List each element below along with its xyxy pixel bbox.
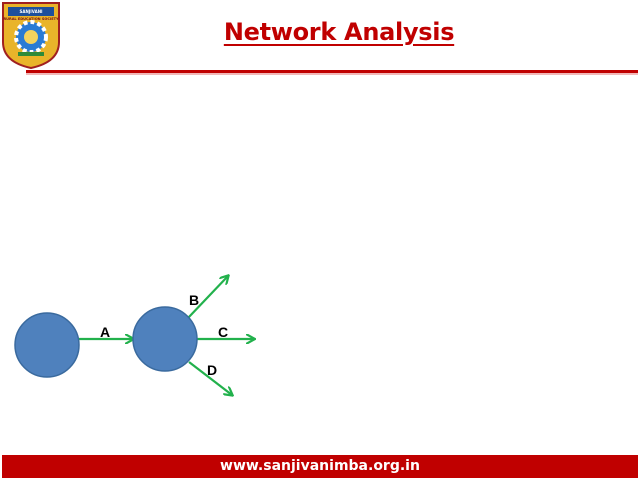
logo-text-1: SANJIVANI	[19, 9, 43, 14]
activity-arrow-d	[188, 361, 232, 395]
footer-bar: www.sanjivanimba.org.in	[2, 455, 638, 478]
activity-label-c: C	[218, 324, 228, 340]
event-node-2	[132, 306, 198, 372]
society-logo: SANJIVANI RURAL EDUCATION SOCIETY	[1, 2, 60, 70]
slide-title: Network Analysis	[223, 18, 455, 46]
header-rule	[26, 70, 638, 75]
activity-label-a: A	[100, 324, 110, 340]
activity-label-b: B	[189, 292, 199, 308]
footer-url: www.sanjivanimba.org.in	[220, 458, 420, 474]
activity-arrow-b	[187, 276, 228, 319]
event-node-1	[14, 312, 80, 378]
logo-text-2: RURAL EDUCATION SOCIETY	[3, 17, 58, 21]
activity-label-d: D	[207, 362, 217, 378]
